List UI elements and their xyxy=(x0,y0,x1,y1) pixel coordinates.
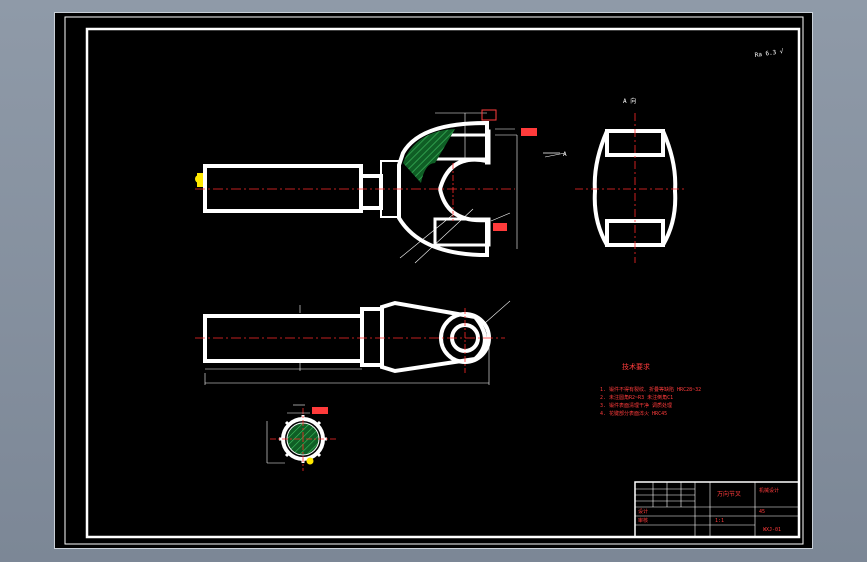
shaft-neck xyxy=(359,174,383,210)
inner-frame xyxy=(85,27,801,539)
title-block-scale: 1:1 xyxy=(715,518,724,524)
tech-requirement-item: 1. 锻件不得有裂纹、折叠等缺陷 HRC28~32 xyxy=(600,386,701,393)
top-shaft xyxy=(203,314,364,363)
spline-tolerance-box xyxy=(312,407,328,414)
title-block-part-name: 万向节叉 xyxy=(717,490,741,498)
roughness-mark: Ra 6.3 √ xyxy=(754,48,784,59)
tech-requirement-item: 2. 未注圆角R2~R3 未注倒角C1 xyxy=(600,394,673,401)
title-block-drawing-no: WXJ-01 xyxy=(763,527,781,533)
spline-section xyxy=(266,404,337,471)
title-block-material: 45 xyxy=(759,509,765,515)
tech-requirements: 技术要求 1. 锻件不得有裂纹、折叠等缺陷 HRC28~32 2. 未注圆角R2… xyxy=(600,362,701,417)
title-block: 万向节叉 机械设计 45 设计 审核 1:1 WXJ-01 xyxy=(634,481,800,538)
tolerance-box-2 xyxy=(521,128,537,136)
tolerance-box-1 xyxy=(481,109,497,121)
title-block-school: 机械设计 xyxy=(759,487,779,494)
tech-requirement-item: 4. 花键部分表面淬火 HRC45 xyxy=(600,410,667,417)
cad-sheet: Ra 6.3 √ A A 向 xyxy=(54,12,813,549)
tech-requirement-item: 3. 锻件表面清理干净 调质处理 xyxy=(600,402,672,409)
title-block-designer: 设计 xyxy=(638,508,648,515)
view-a-arrow-label: A xyxy=(563,151,567,158)
fork-hatch xyxy=(403,129,455,183)
spline-marker xyxy=(306,457,314,465)
marker-shaft-end-2 xyxy=(197,173,203,187)
title-block-checker: 审核 xyxy=(638,517,648,524)
tolerance-box-3 xyxy=(493,223,507,231)
outer-frame xyxy=(64,16,804,545)
view-a-label: A 向 xyxy=(623,97,636,105)
tech-requirements-title: 技术要求 xyxy=(622,362,650,371)
top-neck xyxy=(360,307,384,367)
front-view xyxy=(203,121,491,257)
shaft-body xyxy=(203,164,363,213)
front-view-annotations xyxy=(195,112,566,264)
engineering-drawing: Ra 6.3 √ A A 向 xyxy=(64,16,804,545)
top-view xyxy=(203,300,491,374)
fork-yoke xyxy=(397,121,489,257)
